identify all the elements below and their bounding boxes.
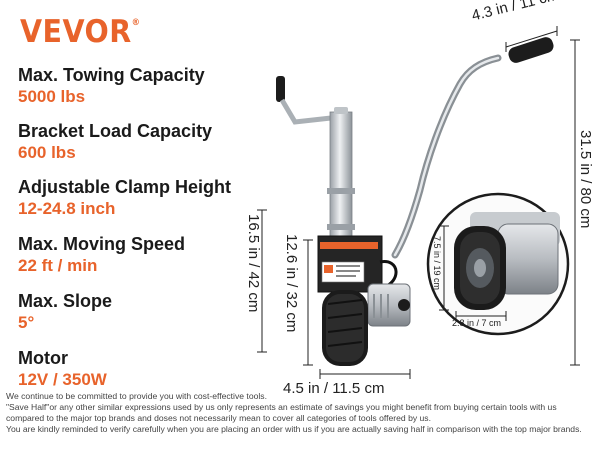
- jack-tube: [327, 107, 355, 237]
- spec-bracket-load: Bracket Load Capacity 600 lbs: [18, 120, 212, 164]
- spec-max-slope: Max. Slope 5°: [18, 290, 112, 334]
- overall-height-label: 31.5 in / 80 cm: [577, 130, 594, 229]
- spec-moving-speed: Max. Moving Speed 22 ft / min: [18, 233, 185, 277]
- wheel-height-label: 12.6 in / 32 cm: [283, 234, 300, 333]
- dimension-lines: [257, 26, 580, 379]
- spec-label: Adjustable Clamp Height: [18, 177, 232, 197]
- spec-label: Max. Slope: [18, 291, 113, 311]
- spec-motor: Motor 12V / 350W: [18, 347, 107, 391]
- spec-value: 12V / 350W: [18, 370, 107, 389]
- wheel-diameter-label: 7.5 in / 19 cm: [432, 236, 442, 291]
- registered-mark: ®: [131, 18, 140, 28]
- wheel: [322, 290, 368, 366]
- wheel-detail-inset: [426, 192, 570, 336]
- disclaimer-line: You are kindly reminded to verify carefu…: [6, 424, 582, 434]
- steering-handle: [391, 37, 554, 259]
- spec-towing-capacity: Max. Towing Capacity 5000 lbs: [18, 64, 205, 108]
- disclaimer: We continue to be committed to provide y…: [6, 391, 596, 435]
- crank-handle: [276, 76, 341, 125]
- disclaimer-line: We continue to be committed to provide y…: [6, 391, 267, 401]
- spec-value: 5000 lbs: [18, 87, 86, 106]
- body-height-label: 16.5 in / 42 cm: [245, 214, 262, 313]
- motor-housing: [317, 235, 411, 327]
- spec-value: 600 lbs: [18, 143, 76, 162]
- spec-value: 5°: [18, 313, 35, 332]
- spec-label: Max. Towing Capacity: [18, 65, 205, 85]
- spec-label: Motor: [18, 348, 68, 368]
- brand-logo: VEVOR®: [20, 14, 140, 50]
- base-width-label: 4.5 in / 11.5 cm: [283, 380, 385, 397]
- spec-label: Bracket Load Capacity: [18, 121, 213, 141]
- disclaimer-line: compared to the major top brands and dos…: [6, 413, 431, 423]
- spec-value: 22 ft / min: [18, 256, 98, 275]
- wheel-width-label: 2.8 in / 7 cm: [452, 318, 502, 328]
- brand-name: VEVOR: [20, 14, 132, 50]
- spec-clamp-height: Adjustable Clamp Height 12-24.8 inch: [18, 176, 231, 220]
- spec-label: Max. Moving Speed: [18, 234, 186, 254]
- spec-value: 12-24.8 inch: [18, 199, 116, 218]
- disclaimer-line: "Save Half"or any other similar expressi…: [6, 402, 557, 412]
